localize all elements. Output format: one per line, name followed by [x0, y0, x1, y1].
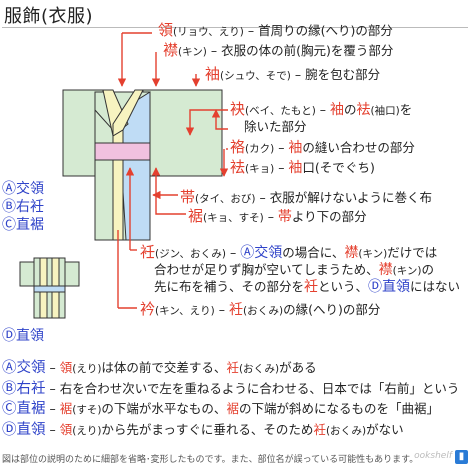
term-kyo: 袪: [230, 158, 246, 176]
legend-straight-collar: Ⓓ直領: [2, 328, 44, 344]
legend-cross-collar: Ⓐ交領: [2, 181, 44, 197]
label-kin2: 衿(キン、えり) – 衽(おくみ)の縁(へり)の部分: [140, 300, 381, 318]
definition-row: Ⓑ右衽 – 右を合わせ次いで左を重ねるように合わせる、日本では「右前」という: [2, 381, 460, 397]
term-sode: 袖: [205, 65, 221, 83]
term-obi: 帯: [180, 188, 196, 206]
definitions-list: Ⓐ交領 – 領(えり)は体の前で交差する、衽(おくみ)がある Ⓑ右衽 – 右を合…: [2, 358, 468, 441]
label-tamoto: 袂(ベイ、たもと) – 袖の袪(袖口)を 除いた部分: [230, 100, 413, 134]
term-eri: 領: [158, 21, 174, 39]
straight-obi: [33, 285, 66, 293]
label-kyo: 袪(キョ) – 袖口(そでぐち): [230, 158, 375, 176]
definition-row: Ⓒ直裾 – 裾(すそ)の下端が水平なもの、裾の下端が斜めになるものを「曲裾」: [2, 401, 439, 417]
label-eri: 領(リョウ、えり) – 首周りの縁(へり)の部分: [158, 21, 393, 39]
definition-row: Ⓓ直領 – 領(えり)から先がまっすぐに垂れる、そのため衽(おくみ)がない: [2, 422, 404, 438]
page-title: 服飾(衣服): [4, 6, 94, 27]
term-kin2: 衿: [140, 300, 156, 318]
term-okumi: 衽: [140, 243, 156, 261]
label-kin: 襟(キン) – 衣服の体の前(胸元)を覆う部分: [163, 41, 394, 59]
watermark: ookshelf: [414, 451, 452, 461]
label-suso: 裾(キョ、すそ) – 帯より下の部分: [188, 207, 367, 225]
label-obi: 帯(タイ、おび) – 衣服が解けないように巻く布: [180, 188, 432, 206]
leader-lines: [117, 32, 229, 309]
term-kaku: 袼: [230, 138, 246, 156]
kimono-straight-collar: [19, 257, 80, 319]
definition-row: Ⓐ交領 – 領(えり)は体の前で交差する、衽(おくみ)がある: [2, 360, 317, 376]
bookshelf-logo-icon[interactable]: ▮: [455, 450, 468, 464]
label-kaku: 袼(カク) – 袖の縫い合わせの部分: [230, 138, 415, 156]
term-kin: 襟: [163, 41, 179, 59]
term-suso: 裾: [188, 207, 204, 225]
obi-sash: [94, 142, 151, 161]
term-tamoto: 袂: [230, 100, 246, 118]
okumi-panel-left: [94, 108, 114, 241]
legend-right-okumi: Ⓑ右衽: [2, 199, 44, 215]
footer-note: 図は部位の説明のために細部を省略･変形したものです。また、部位名が誤っている可能…: [2, 455, 419, 465]
label-okumi: 衽(ジン、おくみ) – Ⓐ交領の場合に、襟(キン)だけでは 合わせが足りず胸が空…: [140, 243, 461, 295]
right-sleeve: [142, 89, 223, 177]
label-sode: 袖(シュウ、そで) – 腕を包む部分: [205, 65, 381, 83]
title-divider: [2, 27, 468, 28]
kimono-cross-collar: [62, 89, 223, 241]
legend-straight-hem: Ⓒ直裾: [2, 217, 44, 233]
